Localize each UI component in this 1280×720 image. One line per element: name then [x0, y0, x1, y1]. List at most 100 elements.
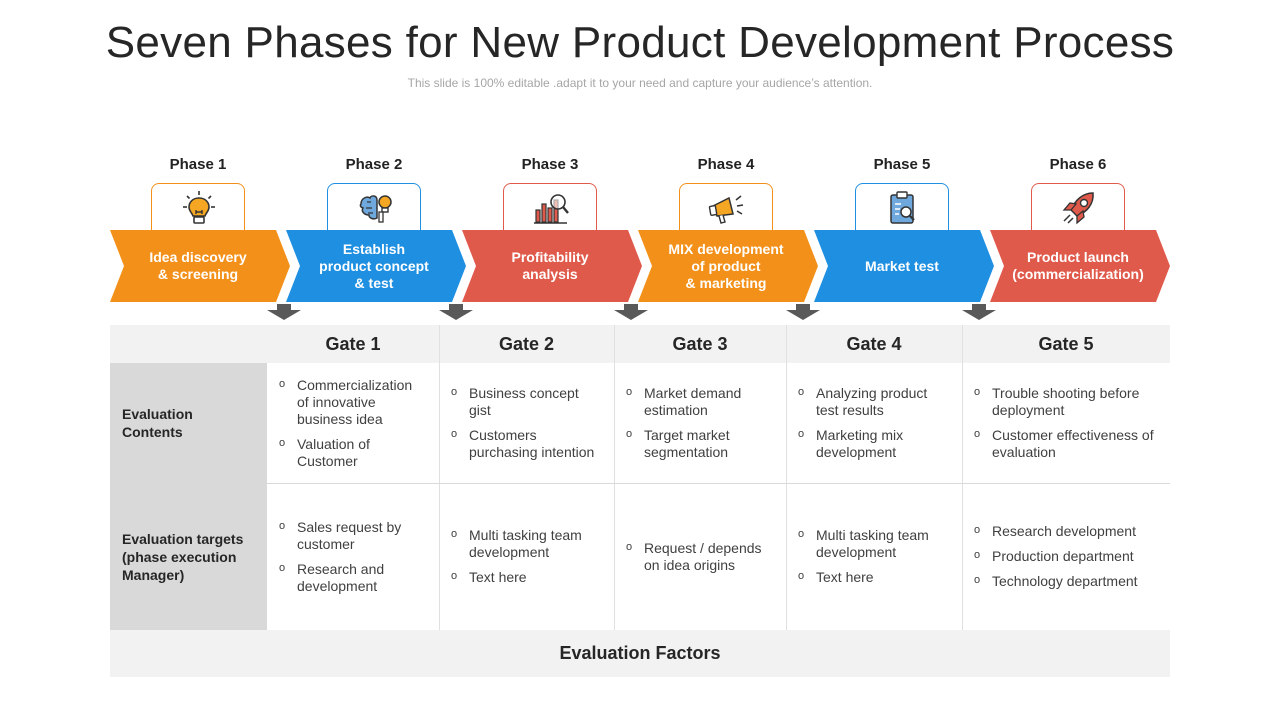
gate-arrow-icon [267, 304, 301, 320]
phase-icon-box [151, 183, 245, 231]
list-item-line: Research development [992, 523, 1136, 539]
gate-arrow-icon [962, 304, 996, 320]
list-item: Production department [974, 547, 1162, 565]
list-item-line: Customer effectiveness of [992, 427, 1154, 443]
list-item-line: development [297, 577, 378, 594]
phase-icon-box [503, 183, 597, 231]
phase-chevron [814, 230, 994, 302]
list-item-line: development [816, 444, 897, 460]
phase-name: Idea discovery& screening [128, 230, 268, 302]
phase-label: Phase 6 [1049, 156, 1107, 173]
gate-header: Gate 1 [267, 325, 439, 363]
list-item-line: Market demand [644, 385, 742, 401]
phase-chevron [990, 230, 1170, 302]
phase-label: Phase 5 [873, 156, 931, 173]
table-cell: Multi tasking teamdevelopmentText here [439, 483, 614, 630]
evaluation-factors-footer: Evaluation Factors [110, 630, 1170, 677]
gate-arrow-icon [439, 304, 473, 320]
phase-name-line: & screening [157, 266, 239, 282]
phase-name-line: product concept [319, 257, 429, 274]
list-item-line: Commercialization [297, 376, 413, 393]
list-item-line: Business concept [469, 385, 579, 401]
list-item: Text here [798, 568, 954, 586]
list-item-line: estimation [644, 402, 708, 418]
gate-header: Gate 2 [439, 325, 614, 363]
phase-icon-box [327, 183, 421, 231]
list-item-line: Marketing mix [816, 427, 904, 443]
row-header-line: Manager) [122, 566, 185, 583]
list-item: Research development [974, 522, 1162, 540]
gate-arrow-icon [786, 304, 820, 320]
list-item-line: segmentation [644, 444, 729, 460]
phase-name-line: Idea discovery [149, 249, 247, 265]
gate-header: Gate 5 [962, 325, 1170, 363]
list-item-line: Target market [644, 427, 730, 443]
list-item-line: Text here [816, 569, 874, 585]
list-item-line: Production department [992, 548, 1134, 564]
phase-chevron [286, 230, 466, 302]
phase-name-line: MIX development [668, 240, 784, 257]
phase-chevron [638, 230, 818, 302]
list-item-line: Customers [469, 427, 537, 443]
phase-name: Product launch(commercialization) [1008, 230, 1148, 302]
gate-header: Gate 3 [614, 325, 786, 363]
list-item-line: deployment [992, 402, 1065, 418]
phase-icon-box [1031, 183, 1125, 231]
phase-name-line: (commercialization) [1012, 266, 1144, 282]
table-divider [962, 325, 963, 630]
table-cell: Market demandestimationTarget marketsegm… [614, 363, 786, 483]
phase-name-line: Profitability [511, 249, 589, 265]
list-item-line: on idea origins [644, 556, 736, 573]
list-item-line: evaluation [992, 444, 1056, 460]
row-header-line: (phase execution [122, 548, 237, 565]
list-item-line: Valuation of [297, 435, 370, 452]
list-item-line: Customer [297, 452, 358, 469]
phase-label: Phase 1 [169, 156, 227, 173]
list-item-line: test results [816, 402, 884, 418]
phase-icon-box [679, 183, 773, 231]
list-item-line: development [469, 544, 550, 560]
phase-icon-box [855, 183, 949, 231]
table-cell: Sales request bycustomerResearch anddeve… [267, 483, 439, 630]
table-cell: Trouble shooting beforedeploymentCustome… [962, 363, 1170, 483]
list-item-line: gist [469, 402, 491, 418]
slide-title: Seven Phases for New Product Development… [105, 18, 1175, 67]
phase-label: Phase 4 [697, 156, 755, 173]
table-divider [786, 325, 787, 630]
phase-name-line: Market test [865, 257, 939, 274]
phase-label: Phase 2 [345, 156, 403, 173]
gate-header: Gate 4 [786, 325, 962, 363]
list-item: Technology department [974, 572, 1162, 590]
slide-subtitle: This slide is 100% editable .adapt it to… [407, 76, 873, 90]
gate-arrow-icon [614, 304, 648, 320]
table-divider [267, 483, 1170, 484]
phase-name-line: Establish [342, 240, 406, 257]
table-cell: Business conceptgistCustomerspurchasing … [439, 363, 614, 483]
row-header-line: Contents [122, 424, 183, 440]
list-item-line: Analyzing product [816, 385, 928, 401]
list-item-line: Technology department [992, 573, 1138, 589]
phase-name-line: of product [691, 257, 761, 274]
row-header-line: Evaluation [122, 406, 193, 422]
list-item-line: of innovative [297, 393, 376, 410]
phase-name: Market test [832, 230, 972, 302]
list-item-line: Request / depends [644, 539, 762, 556]
table-divider [439, 325, 440, 630]
